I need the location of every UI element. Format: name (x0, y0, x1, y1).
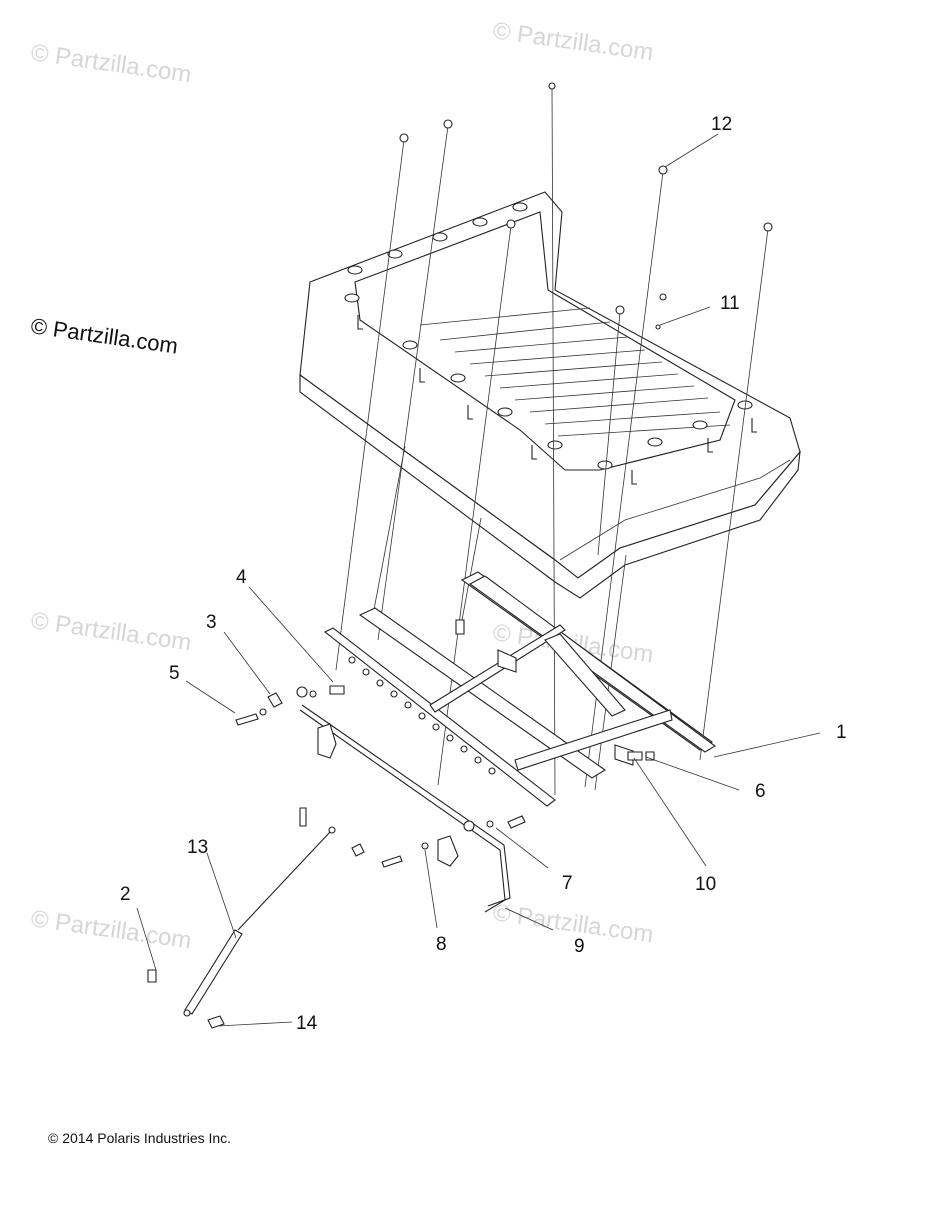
latch-rod (299, 704, 511, 913)
callout-10: 10 (695, 874, 716, 895)
sub-frame (323, 571, 716, 807)
callout-labels: 1 2 3 4 5 6 7 8 9 10 11 12 13 14 (120, 114, 847, 1034)
rail-holes (348, 656, 496, 775)
copyright-notice: © 2014 Polaris Industries Inc. (48, 1130, 232, 1146)
callout-5: 5 (169, 663, 180, 684)
watermark-top-right: © Partzilla.com (491, 17, 655, 66)
callout-13: 13 (187, 837, 208, 858)
callout-7: 7 (562, 873, 573, 894)
callout-14: 14 (296, 1013, 318, 1034)
watermark-low-left: © Partzilla.com (29, 905, 193, 954)
callout-4: 4 (236, 567, 247, 588)
watermark-main: © Partzilla.com (29, 313, 179, 358)
small-hardware (147, 619, 655, 1029)
callout-2: 2 (120, 884, 131, 905)
callout-3: 3 (206, 612, 217, 633)
callout-9: 9 (574, 936, 585, 957)
callout-12: 12 (711, 114, 732, 135)
callout-1: 1 (836, 722, 847, 743)
tie-down-hooks (357, 315, 757, 485)
watermark-mid-left: © Partzilla.com (29, 607, 193, 656)
bed-ribs (419, 307, 731, 437)
cargo-box (299, 191, 801, 599)
leader-lines (136, 133, 821, 1027)
callout-8: 8 (436, 934, 447, 955)
callout-11: 11 (720, 293, 740, 314)
push-rivets (335, 82, 773, 796)
callout-6: 6 (755, 781, 766, 802)
watermark-top-left: © Partzilla.com (29, 39, 193, 88)
gas-strut (183, 826, 336, 1017)
